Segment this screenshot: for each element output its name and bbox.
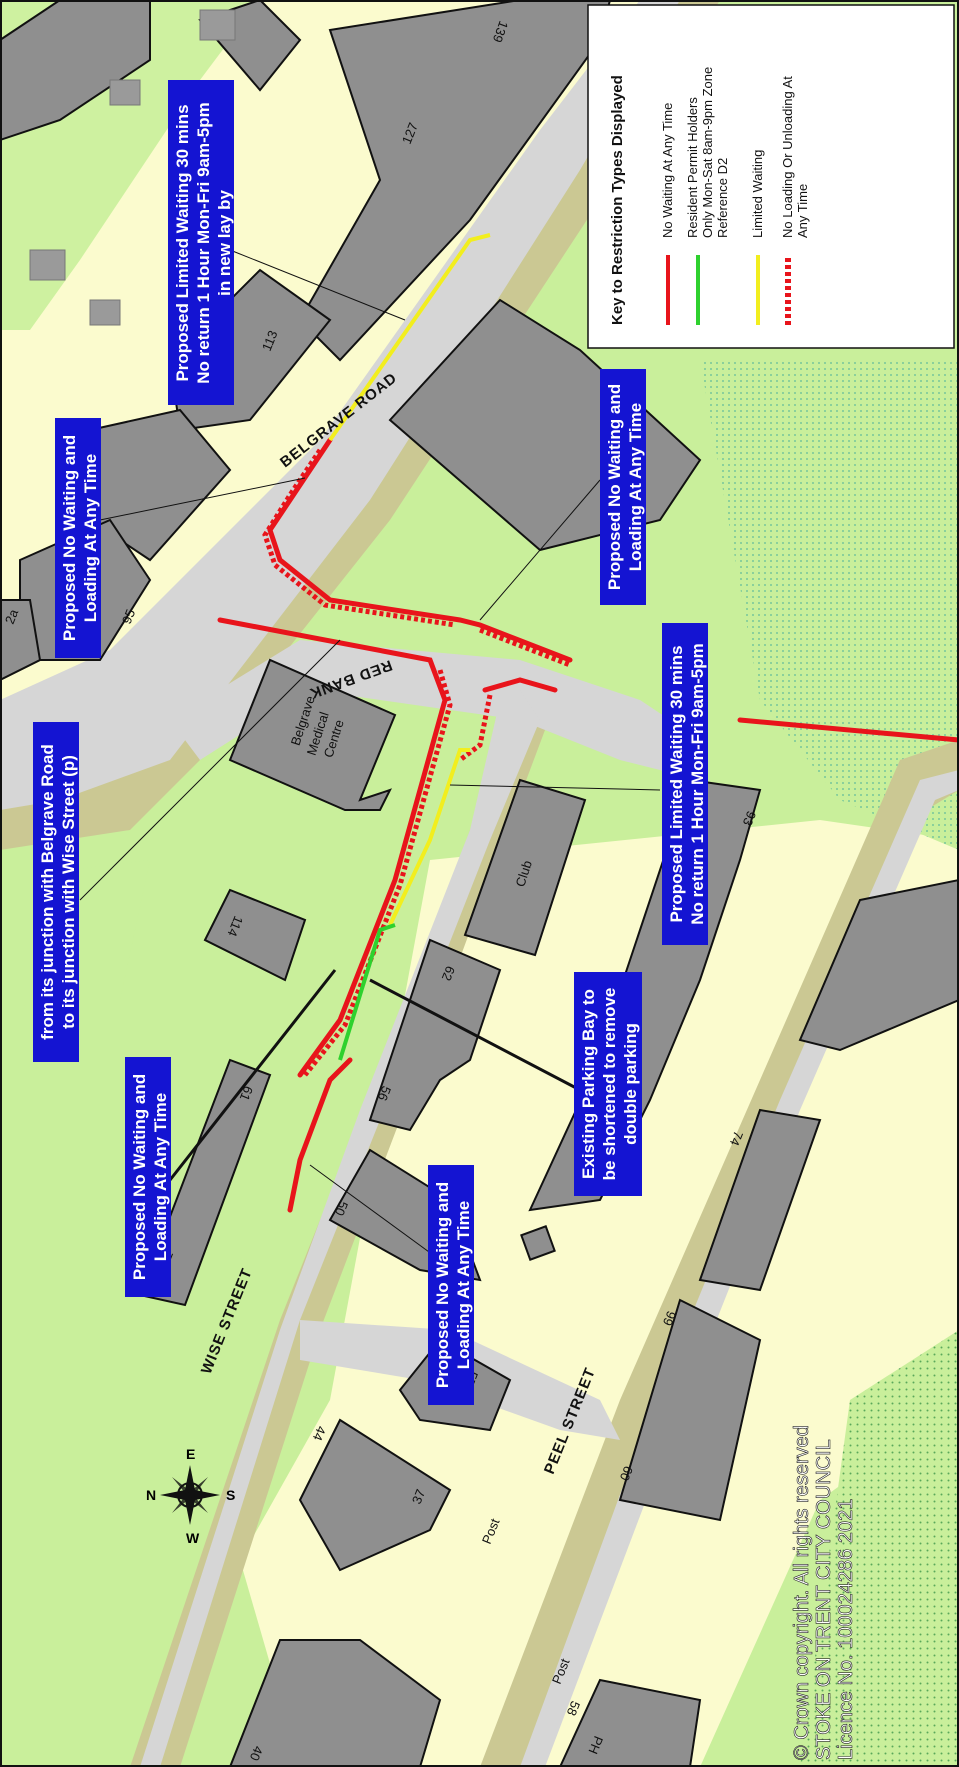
svg-text:PH: PH (585, 1734, 606, 1756)
svg-text:Loading At Any Time: Loading At Any Time (454, 1201, 473, 1369)
svg-text:Proposed No Waiting and: Proposed No Waiting and (130, 1074, 149, 1280)
terrace-58-ph (558, 1678, 702, 1767)
svg-text:113: 113 (259, 328, 281, 353)
svg-text:Proposed No Waiting and: Proposed No Waiting and (433, 1182, 452, 1388)
annotation-parking-bay: Existing Parking Bay to be shortened to … (574, 972, 642, 1196)
key-label-resident-permit-2: Only Mon-Sat 8am-9pm Zone (700, 67, 715, 238)
no-waiting-lines (217, 437, 959, 1213)
dotted-green-east (700, 360, 959, 850)
annotation-junction-note: from its junction with Belgrave Road to … (33, 722, 79, 1062)
svg-text:95: 95 (119, 607, 138, 626)
compass-rose: N S E W (146, 1446, 235, 1546)
annotation-no-waiting-red-bank: Proposed No Waiting and Loading At Any T… (600, 369, 646, 605)
svg-text:50: 50 (332, 1199, 351, 1218)
compass-e: E (186, 1446, 195, 1462)
copyright-line-2: STOKE ON TRENT CITY COUNCIL (813, 1439, 835, 1760)
svg-text:Existing Parking Bay to: Existing Parking Bay to (579, 989, 598, 1179)
terrace-37-44 (298, 1418, 452, 1572)
building-114 (203, 888, 307, 982)
building-club (463, 778, 587, 957)
svg-text:No return 1 Hour Mon-Fri 9am-5: No return 1 Hour Mon-Fri 9am-5pm (688, 643, 707, 924)
key-label-limited-waiting: Limited Waiting (750, 150, 765, 238)
svg-text:74: 74 (727, 1129, 746, 1148)
map-key: Key to Restriction Types Displayed No Wa… (587, 4, 955, 349)
no-loading-lines (262, 448, 571, 1077)
limited-waiting-lines (328, 233, 491, 926)
terrace-56-62 (368, 938, 502, 1132)
svg-text:114: 114 (224, 914, 246, 939)
svg-text:double parking: double parking (621, 1023, 640, 1145)
compass-w: W (186, 1530, 200, 1546)
svg-text:from its junction with Belgrav: from its junction with Belgrave Road (38, 744, 57, 1040)
key-label-resident-permit-1: Resident Permit Holders (685, 97, 700, 238)
compass-s: S (226, 1487, 235, 1503)
svg-text:44: 44 (310, 1424, 329, 1443)
svg-text:Loading At Any Time: Loading At Any Time (151, 1093, 170, 1261)
svg-text:60: 60 (617, 1464, 636, 1483)
svg-text:58: 58 (564, 1699, 583, 1718)
road-belgrave (0, 0, 680, 810)
copyright-line-3: Licence No. 100024286 2021 (835, 1499, 857, 1760)
svg-text:93: 93 (740, 809, 759, 828)
resident-permit-line (338, 923, 396, 1061)
key-title: Key to Restriction Types Displayed (609, 75, 626, 325)
key-label-no-waiting: No Waiting At Any Time (660, 103, 675, 238)
svg-text:56: 56 (375, 1084, 394, 1103)
road-peel (520, 770, 959, 1767)
terrace-61-71 (138, 1058, 272, 1307)
svg-text:99: 99 (660, 1309, 679, 1328)
svg-text:2a: 2a (2, 606, 22, 626)
pointer-lines (79, 249, 661, 1261)
small-outbuildings (29, 9, 236, 326)
annotation-no-waiting-wise-west: Proposed No Waiting and Loading At Any T… (125, 1057, 171, 1297)
svg-text:be shortened to remove: be shortened to remove (600, 988, 619, 1181)
svg-text:Proposed Limited Waiting 30 mi: Proposed Limited Waiting 30 mins (173, 104, 192, 381)
key-label-resident-permit-3: Reference D2 (715, 158, 730, 238)
svg-text:Loading At Any Time: Loading At Any Time (626, 403, 645, 571)
terrace-far-east (798, 878, 959, 1052)
key-label-no-loading-1: No Loading Or Unloading At (780, 76, 795, 238)
svg-text:No return 1 Hour Mon-Fri 9am-5: No return 1 Hour Mon-Fri 9am-5pm (194, 102, 213, 383)
annotation-limited-waiting-belgrave: Proposed Limited Waiting 30 mins No retu… (168, 80, 234, 405)
svg-text:Proposed No Waiting and: Proposed No Waiting and (605, 384, 624, 590)
svg-text:in new lay by: in new lay by (215, 190, 234, 296)
compass-n: N (146, 1487, 156, 1503)
key-label-no-loading-2: Any Time (795, 184, 810, 238)
svg-text:Proposed Limited Waiting 30 mi: Proposed Limited Waiting 30 mins (667, 645, 686, 922)
dotted-green-south (800, 1330, 959, 1767)
small-building (520, 1225, 556, 1261)
svg-text:40: 40 (247, 1744, 266, 1763)
annotation-no-waiting-wise-east: Proposed No Waiting and Loading At Any T… (428, 1165, 474, 1405)
svg-text:61: 61 (237, 1084, 256, 1103)
annotation-limited-waiting-wise: Proposed Limited Waiting 30 mins No retu… (662, 623, 708, 945)
terrace-60-99 (618, 1298, 762, 1522)
svg-text:Loading At Any Time: Loading At Any Time (81, 454, 100, 622)
annotation-no-waiting-belgrave: Proposed No Waiting and Loading At Any T… (55, 418, 101, 658)
svg-text:62: 62 (439, 964, 458, 983)
terrace-40 (228, 1639, 442, 1767)
building-medical-centre (228, 658, 397, 811)
terrace-74 (698, 1108, 822, 1292)
svg-text:Proposed No Waiting and: Proposed No Waiting and (60, 435, 79, 641)
svg-text:139: 139 (490, 19, 512, 45)
copyright-line-1: © Crown copyright. All rights reserved (791, 1425, 813, 1760)
svg-text:to its junction with Wise Stre: to its junction with Wise Street (p) (59, 755, 78, 1029)
svg-text:37: 37 (409, 1487, 428, 1506)
